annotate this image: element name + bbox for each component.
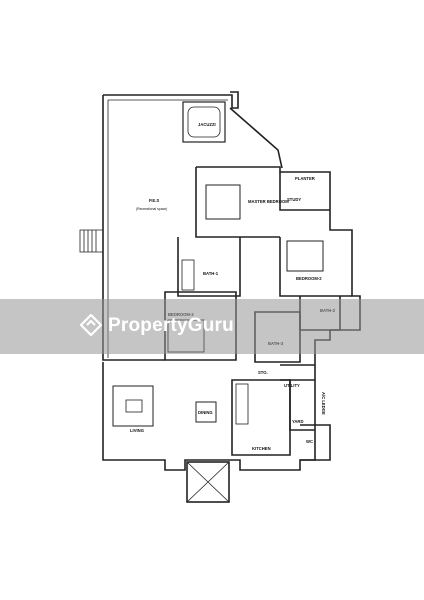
pes-boundary <box>102 91 239 361</box>
coffee-table <box>125 399 143 413</box>
label-master-bedroom: MASTER BEDROOM <box>248 199 289 204</box>
study-wall <box>279 172 330 211</box>
label-planter: PLANTER <box>295 176 315 181</box>
label-acledge: A/C LEDGE <box>321 392 326 415</box>
pes-edge <box>229 107 283 169</box>
label-living: LIVING <box>130 428 144 433</box>
bath1-tub <box>181 259 195 291</box>
bedroom2-wall <box>279 237 352 297</box>
jacuzzi-outline <box>182 101 226 143</box>
void-box <box>186 461 230 503</box>
label-jacuzzi: JACUZZI <box>198 122 216 127</box>
label-bedroom2: BEDROOM-2 <box>296 276 322 281</box>
watermark-brand: PropertyGuru <box>108 315 234 336</box>
label-yard: YARD <box>292 419 303 424</box>
bedroom2-bed <box>286 240 324 272</box>
kitchen-wall <box>231 379 291 456</box>
label-store: STO. <box>258 370 268 375</box>
utility-wall <box>280 364 315 431</box>
label-bath1: BATH-1 <box>203 271 219 276</box>
label-pes-sub: (Recreational space) <box>136 207 167 211</box>
label-utility: UTILITY <box>284 383 300 388</box>
jacuzzi-inner <box>187 106 221 138</box>
propertyguru-logo-icon <box>80 314 102 336</box>
label-study: STUDY <box>287 197 301 202</box>
master-wall <box>195 167 280 238</box>
entry-steps <box>79 229 104 253</box>
label-pes: P.E.S <box>149 198 159 203</box>
bath1-wall <box>177 237 241 297</box>
dining-table <box>195 401 217 423</box>
kitchen-counter <box>235 383 249 425</box>
sofa <box>112 385 154 427</box>
void-cross <box>186 461 230 503</box>
wc-wall <box>300 424 331 461</box>
label-kitchen: KITCHEN <box>252 446 271 451</box>
watermark-band <box>0 299 424 354</box>
master-bed <box>205 184 241 220</box>
label-wc: WC <box>306 439 313 444</box>
label-dining: DINING <box>198 410 213 415</box>
